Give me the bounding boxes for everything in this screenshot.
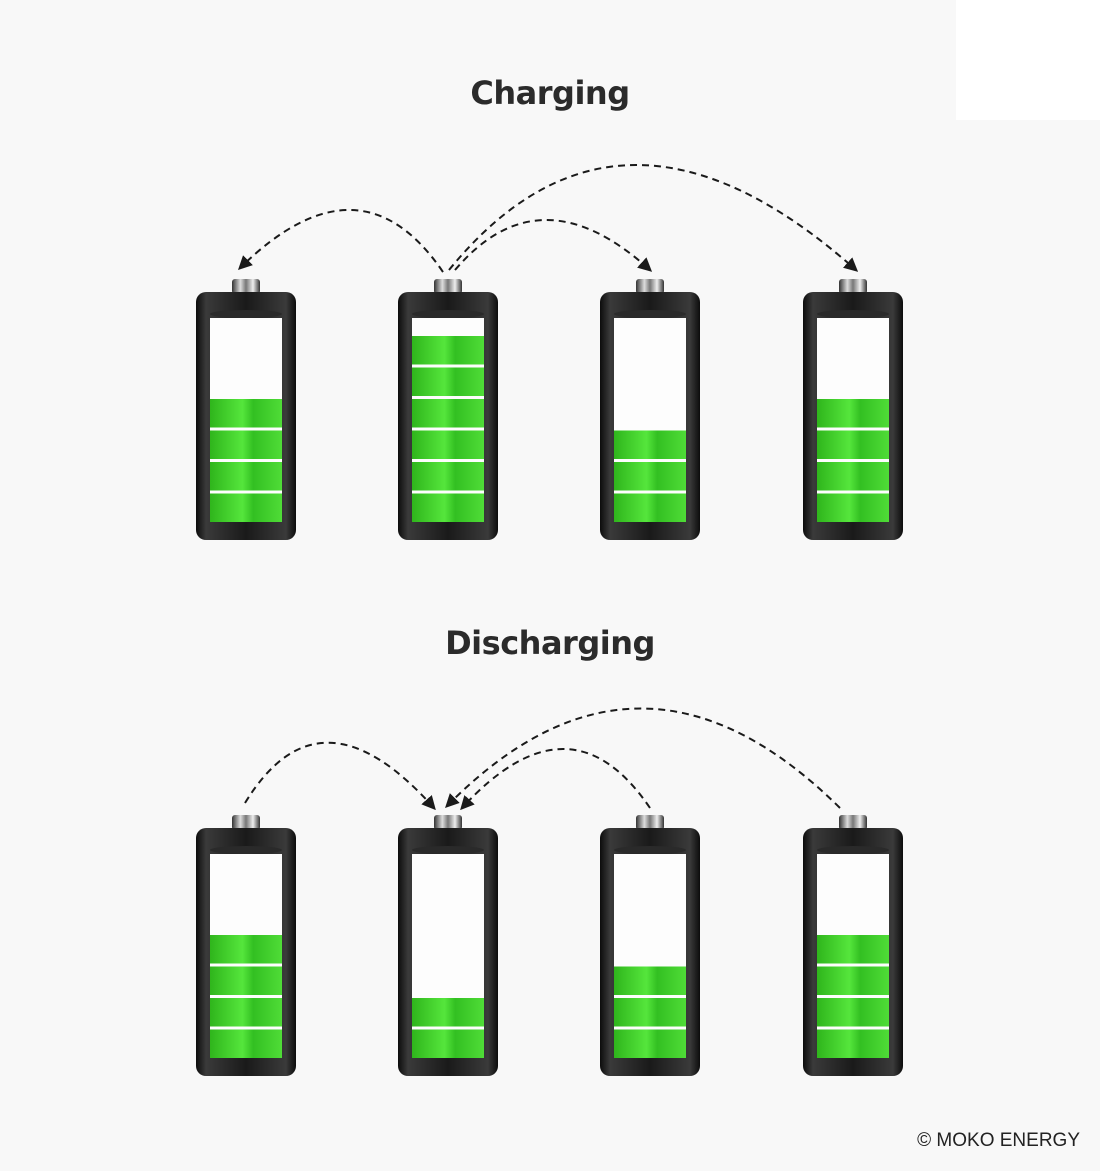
charge-segment [614,430,686,459]
charging-title: Charging [470,74,630,112]
charge-segment [614,493,686,522]
charge-segment [412,430,484,459]
charge-segment [614,998,686,1027]
charge-segment [817,966,889,995]
charge-segment [817,1029,889,1058]
charge-arrow-to-battery-1 [238,209,444,273]
charge-segment [210,493,282,522]
battery-window [412,854,484,1058]
battery [398,815,498,1076]
charge-segment [614,966,686,995]
charge-segment [817,462,889,491]
charge-segment [412,367,484,396]
charge-segment [210,998,282,1027]
charge-segment [412,998,484,1027]
charge-segment [412,493,484,522]
charge-segment [614,1029,686,1058]
copyright: © MOKO ENERGY [917,1130,1080,1151]
charge-segment [412,462,484,491]
battery-terminal [434,815,462,830]
charge-segment [817,998,889,1027]
discharge-arrow-from-battery-4 [445,707,841,809]
charge-segment [210,399,282,428]
charge-segment [817,430,889,459]
corner-patch [956,0,1100,120]
battery [600,815,700,1076]
charge-segment [210,935,282,964]
charge-segment [210,1029,282,1058]
discharge-arrow-from-battery-3 [460,748,651,811]
battery-terminal [232,279,260,294]
charge-arrow-to-battery-4 [448,164,859,272]
battery-terminal [434,279,462,294]
battery-window [614,318,686,522]
charge-segment [817,935,889,964]
charge-segment [210,430,282,459]
battery-terminal [839,815,867,830]
battery-window [614,854,686,1058]
battery [398,279,498,540]
battery [803,815,903,1076]
charge-arrow-to-battery-3 [454,219,653,272]
battery [196,815,296,1076]
charge-segment [412,399,484,428]
battery [600,279,700,540]
charge-segment [210,966,282,995]
discharge-arrow-from-battery-1 [244,741,436,811]
charge-segment [210,462,282,491]
charge-segment [412,1029,484,1058]
charge-segment [817,399,889,428]
discharging-title: Discharging [445,624,655,662]
battery-terminal [636,279,664,294]
battery-terminal [232,815,260,830]
charge-segment [817,493,889,522]
battery [196,279,296,540]
battery-terminal [636,815,664,830]
battery-terminal [839,279,867,294]
battery [803,279,903,540]
charge-segment [412,336,484,365]
charge-segment [614,462,686,491]
